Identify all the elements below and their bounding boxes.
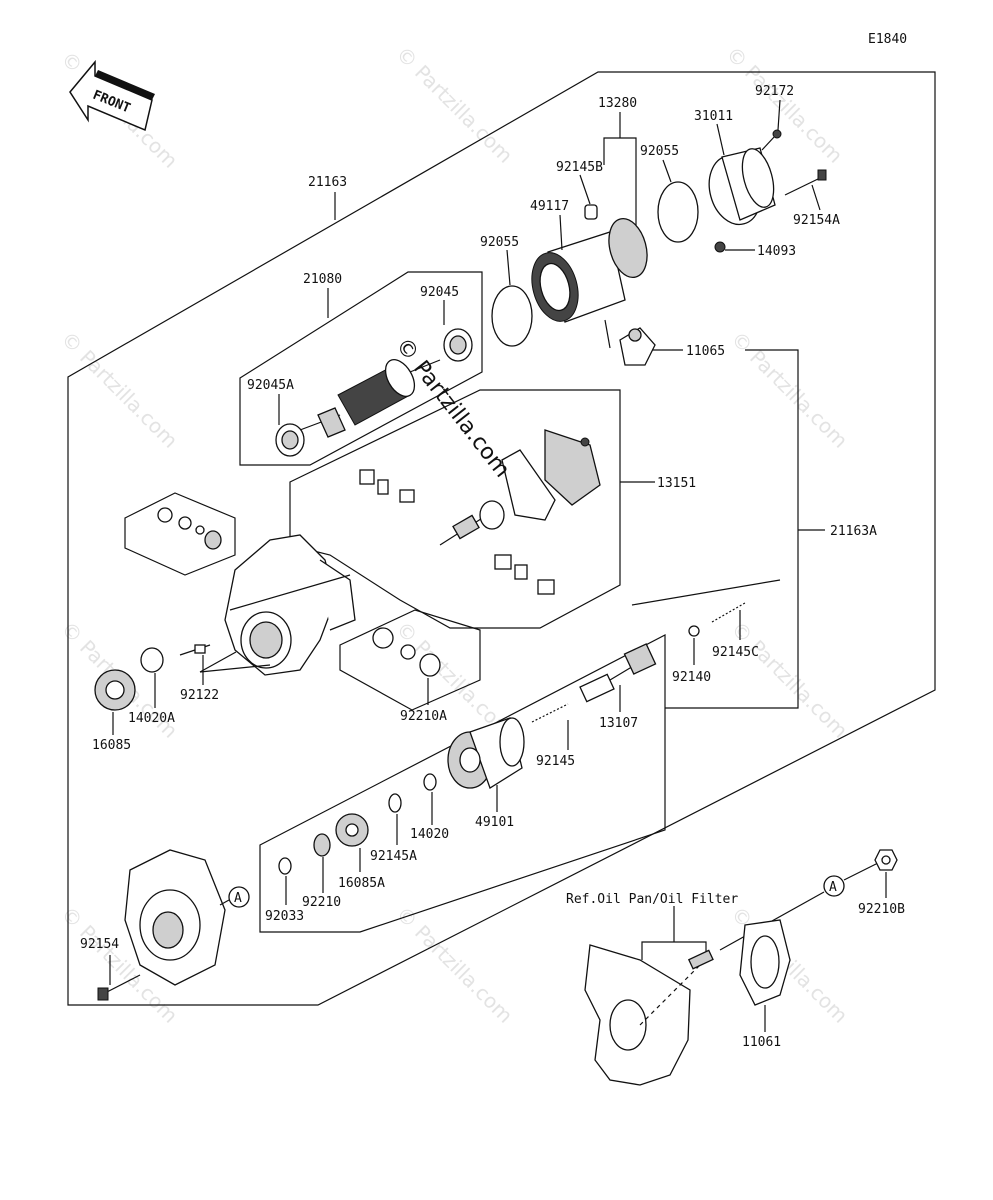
bolt-92154	[97, 974, 141, 1001]
label-92145A: 92145A	[370, 849, 417, 864]
label-49101: 49101	[475, 815, 514, 830]
label-92055: 92055	[640, 144, 679, 159]
svg-text:A: A	[829, 880, 837, 895]
label-92210A: 92210A	[400, 709, 447, 724]
bolt-92154A	[784, 169, 827, 196]
label-31011: 31011	[694, 109, 733, 124]
o-ring-92055	[657, 181, 699, 243]
yoke-49117	[531, 218, 648, 349]
bolt-92172	[761, 129, 782, 151]
label-14020A: 14020A	[128, 711, 175, 726]
label-92210B: 92210B	[858, 902, 905, 917]
label-92055: 92055	[480, 235, 519, 250]
gear-16085A	[335, 813, 369, 847]
watermark: © Partzilla.com	[391, 42, 517, 168]
watermark: © Partzilla.com	[726, 327, 852, 453]
label-14093: 14093	[757, 244, 796, 259]
spring-92145	[531, 703, 569, 723]
collar-92210A	[419, 653, 441, 677]
label-16085: 16085	[92, 738, 131, 753]
label-21163A: 21163A	[830, 524, 877, 539]
label-92172: 92172	[755, 84, 794, 99]
armature-box-21080	[239, 271, 483, 466]
leader-lines	[109, 99, 887, 1032]
diagram-code: E1840	[868, 32, 907, 47]
washer-box	[124, 492, 236, 576]
spring-92145B	[584, 204, 598, 220]
label-11065: 11065	[686, 344, 725, 359]
svg-text:A: A	[234, 891, 242, 906]
o-ring-92055	[491, 285, 533, 347]
label-92145C: 92145C	[712, 645, 759, 660]
label-21163: 21163	[308, 175, 347, 190]
collar-14020A	[140, 647, 164, 673]
ball-92140	[688, 625, 700, 637]
label-92033: 92033	[265, 909, 304, 924]
reduction-cover	[124, 849, 226, 986]
watermark: © Partzilla.com	[721, 42, 847, 168]
collar-14020	[423, 773, 437, 791]
pin-92122-body	[194, 644, 206, 654]
bearing-center	[372, 627, 394, 649]
shaft-13107	[579, 643, 657, 703]
label-13107: 13107	[599, 716, 638, 731]
gear-housing	[224, 534, 356, 676]
label-92154A: 92154A	[793, 213, 840, 228]
label-11061: 11061	[742, 1035, 781, 1050]
armature	[299, 359, 441, 438]
washers-left	[157, 507, 222, 550]
nut-92210B	[874, 849, 898, 871]
washer-center	[400, 644, 416, 660]
bearing-box	[339, 609, 481, 711]
label-92154: 92154	[80, 937, 119, 952]
label-13151: 13151	[657, 476, 696, 491]
label-92045: 92045	[420, 285, 459, 300]
label-13280: 13280	[598, 96, 637, 111]
gasket-11061	[739, 919, 791, 1006]
label-92140: 92140	[672, 670, 711, 685]
label-92145B: 92145B	[556, 160, 603, 175]
ref-note: Ref.Oil Pan/Oil Filter	[566, 892, 738, 907]
callout-a-left: A	[219, 886, 250, 908]
bearing-92210	[313, 833, 331, 857]
label-21080: 21080	[303, 272, 342, 287]
bearing-92045	[443, 328, 473, 362]
label-92045A: 92045A	[247, 378, 294, 393]
spring-92145A	[388, 793, 402, 813]
label-16085A: 16085A	[338, 876, 385, 891]
circlip-92033	[278, 857, 292, 875]
oil-pan-bracket	[584, 944, 714, 1086]
nut-14093	[714, 241, 726, 253]
lower-kit-box	[259, 634, 666, 933]
terminal-11065	[619, 327, 656, 366]
shaft	[439, 500, 505, 546]
part-labels: 21163 21080 92045 92045A 13280 92145B 49…	[80, 84, 905, 1050]
cover-31011	[708, 147, 776, 226]
bearing-92045A	[275, 423, 305, 457]
gear-16085	[94, 669, 136, 711]
clutch-49101	[447, 717, 525, 789]
label-14020: 14020	[410, 827, 449, 842]
label-92122: 92122	[180, 688, 219, 703]
label-92210: 92210	[302, 895, 341, 910]
front-arrow: FRONT	[69, 59, 155, 132]
assembly-outline-21163	[67, 71, 936, 1006]
watermark: © Partzilla.com	[56, 327, 182, 453]
label-49117: 49117	[530, 199, 569, 214]
label-92145: 92145	[536, 754, 575, 769]
brush-holder-13151	[359, 429, 601, 595]
watermark: © Partzilla.com	[726, 617, 852, 743]
watermark: © Partzilla.com	[391, 902, 517, 1028]
bracket-21163A	[665, 349, 799, 709]
